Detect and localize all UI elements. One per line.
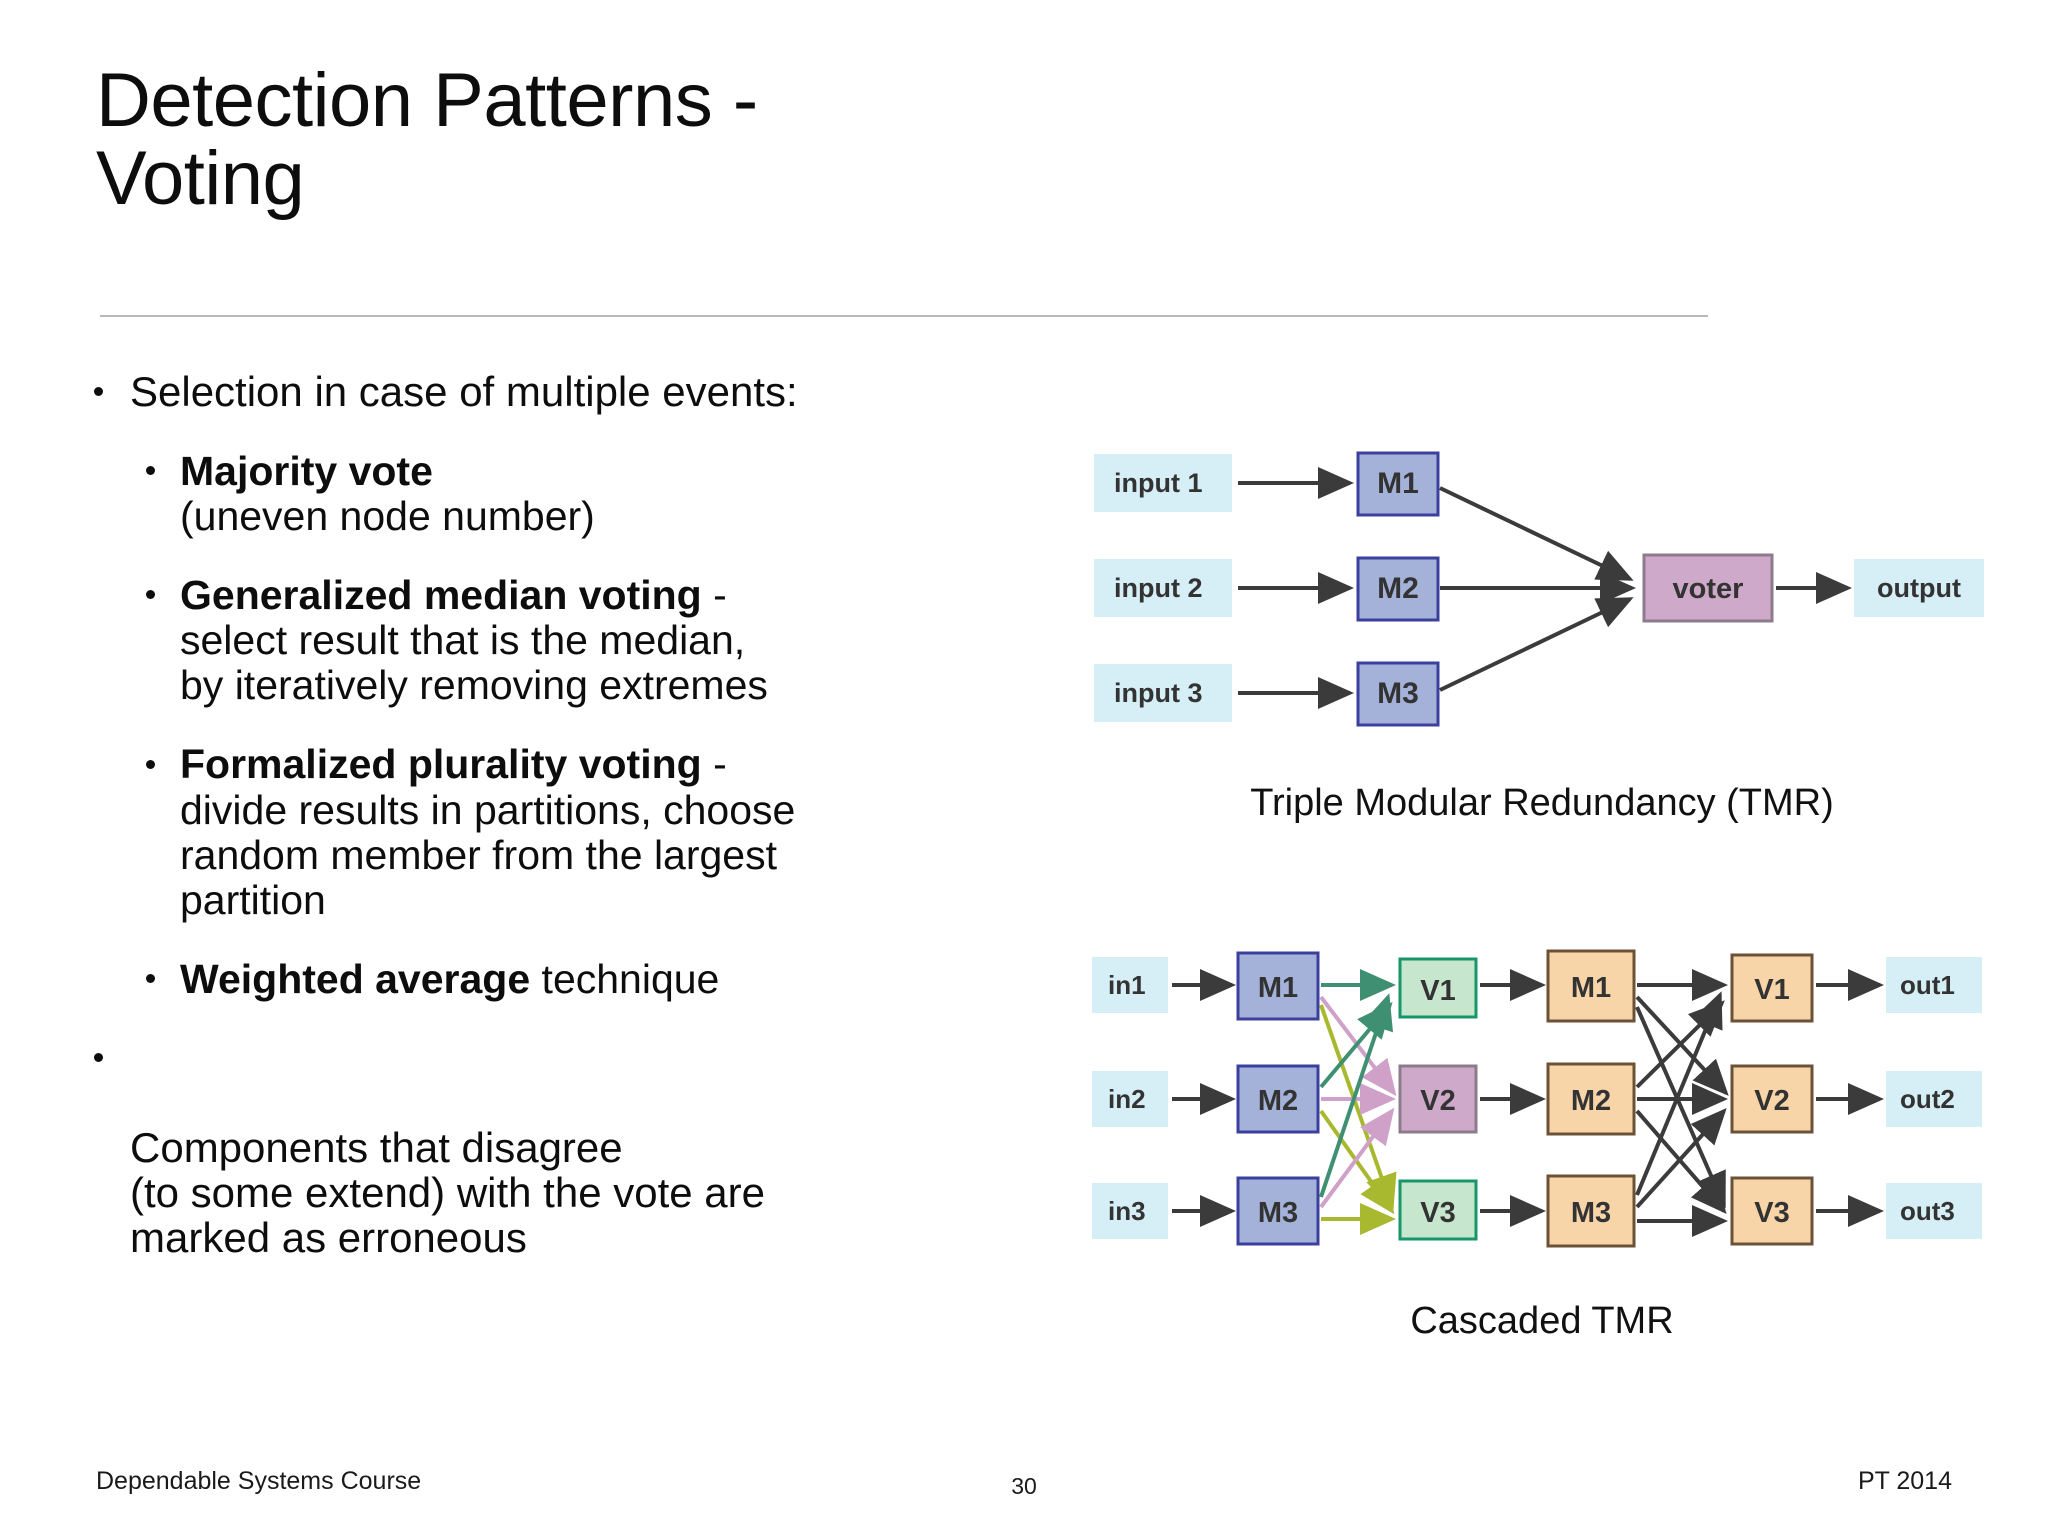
casc-input-3: in3 bbox=[1092, 1183, 1168, 1239]
tmr-diagram: input 1 input 2 input 3 M1 M2 M3 voter o… bbox=[1094, 451, 1984, 727]
bullet-majority-vote-title: Majority vote bbox=[180, 447, 433, 494]
casc-stage1-voter-v2: V2 bbox=[1398, 1064, 1478, 1134]
tmr-input-3-label: input 3 bbox=[1114, 678, 1203, 708]
tmr-voter-label: voter bbox=[1673, 573, 1744, 605]
casc-stage1-module-m2-label: M2 bbox=[1258, 1085, 1298, 1117]
casc-output-2-label: out2 bbox=[1900, 1084, 1955, 1114]
casc-stage1-module-m3: M3 bbox=[1236, 1176, 1320, 1246]
cascaded-tmr-diagram: in1 in2 in3 M1 M2 M3 V1 V2 bbox=[1092, 949, 1982, 1248]
tmr-module-m1: M1 bbox=[1356, 451, 1440, 517]
bullet-intro-text: Selection in case of multiple events: bbox=[130, 368, 798, 415]
casc-output-3-label: out3 bbox=[1900, 1196, 1955, 1226]
tmr-caption: Triple Modular Redundancy (TMR) bbox=[1250, 782, 1834, 824]
casc-output-1: out1 bbox=[1886, 957, 1982, 1013]
bullet-formalized-plurality-voting-rest: - bbox=[701, 741, 727, 788]
bullet-formalized-plurality-voting: Formalized plurality voting - divide res… bbox=[140, 742, 948, 922]
bullet-weighted-average: Weighted average technique bbox=[140, 955, 948, 1002]
bullet-formalized-plurality-voting-title: Formalized plurality voting bbox=[180, 741, 702, 788]
casc-output-1-label: out1 bbox=[1900, 970, 1955, 1000]
casc-stage2-voter-v2: V2 bbox=[1730, 1064, 1814, 1134]
casc-stage1-voter-v1: V1 bbox=[1398, 957, 1478, 1019]
casc-stage2-module-m3: M3 bbox=[1546, 1174, 1636, 1248]
casc-input-2: in2 bbox=[1092, 1071, 1168, 1127]
bullet-generalized-median-voting-detail: select result that is the median, by ite… bbox=[180, 617, 768, 709]
title-divider bbox=[100, 315, 1708, 317]
casc-stage1-voter-v3: V3 bbox=[1398, 1179, 1478, 1241]
casc-arrow-m1b-v3b bbox=[1635, 1006, 1726, 1209]
footer-author-year: PT 2014 bbox=[1857, 1467, 1952, 1495]
casc-stage1-voter-v1-label: V1 bbox=[1420, 975, 1455, 1007]
casc-stage1-module-m2: M2 bbox=[1236, 1064, 1320, 1134]
casc-stage1-voter-v2-label: V2 bbox=[1420, 1085, 1455, 1117]
casc-arrow-m3-v1 bbox=[1319, 993, 1394, 1198]
bullet-generalized-median-voting-title: Generalized median voting bbox=[180, 572, 702, 619]
tmr-input-3: input 3 bbox=[1094, 664, 1232, 722]
slide-number: 30 bbox=[1011, 1473, 1037, 1499]
casc-stage2-module-m1-label: M1 bbox=[1571, 972, 1611, 1004]
tmr-output-label: output bbox=[1877, 573, 1961, 603]
casc-arrow-m3-v2 bbox=[1319, 1107, 1395, 1209]
bullet-dot-icon bbox=[146, 466, 155, 476]
tmr-module-m1-label: M1 bbox=[1377, 467, 1419, 500]
casc-input-1: in1 bbox=[1092, 957, 1168, 1013]
tmr-module-m2-label: M2 bbox=[1377, 572, 1419, 605]
casc-input-2-label: in2 bbox=[1108, 1084, 1146, 1114]
casc-stage2-module-m1: M1 bbox=[1546, 949, 1636, 1023]
casc-stage2-voter-v2-label: V2 bbox=[1754, 1085, 1789, 1117]
casc-output-2: out2 bbox=[1886, 1071, 1982, 1127]
casc-stage2-voter-v3-label: V3 bbox=[1754, 1197, 1789, 1229]
casc-output-3: out3 bbox=[1886, 1183, 1982, 1239]
bullet-list: Selection in case of multiple events: Ma… bbox=[88, 368, 948, 1285]
tmr-input-1: input 1 bbox=[1094, 454, 1232, 512]
casc-stage2-voter-v3: V3 bbox=[1730, 1176, 1814, 1246]
bullet-dot-icon bbox=[146, 590, 155, 600]
casc-stage2-module-m3-label: M3 bbox=[1571, 1197, 1611, 1229]
tmr-output: output bbox=[1854, 559, 1984, 617]
bullet-components-disagree: Components that disagree (to some extend… bbox=[88, 1036, 948, 1261]
casc-stage1-module-m1-label: M1 bbox=[1258, 972, 1298, 1004]
tmr-arrow-m1-voter bbox=[1439, 486, 1634, 581]
casc-input-1-label: in1 bbox=[1108, 970, 1146, 1000]
casc-stage2-voter-v1-label: V1 bbox=[1754, 974, 1789, 1006]
bullet-generalized-median-voting: Generalized median voting - select resul… bbox=[140, 573, 948, 708]
casc-arrow-m3b-v1b bbox=[1635, 991, 1723, 1196]
bullet-dot-icon bbox=[94, 386, 103, 396]
tmr-arrow-m3-voter bbox=[1439, 597, 1634, 692]
bullet-components-disagree-text: Components that disagree (to some extend… bbox=[130, 1123, 765, 1261]
bullet-generalized-median-voting-rest: - bbox=[701, 572, 727, 619]
page-title: Detection Patterns - Voting bbox=[96, 58, 758, 221]
tmr-module-m3: M3 bbox=[1356, 661, 1440, 727]
casc-arrow-m3b-v2b bbox=[1635, 1108, 1727, 1209]
tmr-module-m2: M2 bbox=[1356, 556, 1440, 622]
bullet-dot-icon bbox=[146, 759, 155, 769]
bullet-majority-vote-detail: (uneven node number) bbox=[180, 493, 595, 540]
cascaded-tmr-caption: Cascaded TMR bbox=[1410, 1300, 1674, 1342]
tmr-voter: voter bbox=[1642, 553, 1774, 623]
casc-input-3-label: in3 bbox=[1108, 1196, 1146, 1226]
footer-course: Dependable Systems Course bbox=[96, 1467, 422, 1495]
tmr-input-2: input 2 bbox=[1094, 559, 1232, 617]
casc-stage1-module-m1: M1 bbox=[1236, 951, 1320, 1021]
bullet-intro: Selection in case of multiple events: bbox=[88, 368, 948, 415]
casc-stage1-module-m3-label: M3 bbox=[1258, 1197, 1298, 1229]
bullet-weighted-average-rest: technique bbox=[530, 955, 720, 1002]
casc-stage1-voter-v3-label: V3 bbox=[1420, 1197, 1455, 1229]
tmr-module-m3-label: M3 bbox=[1377, 677, 1419, 710]
casc-stage2-voter-v1: V1 bbox=[1730, 953, 1814, 1023]
casc-stage2-module-m2-label: M2 bbox=[1571, 1085, 1611, 1117]
bullet-majority-vote: Majority vote (uneven node number) bbox=[140, 447, 948, 540]
bullet-dot-icon bbox=[94, 1052, 103, 1062]
casc-stage2-module-m2: M2 bbox=[1546, 1062, 1636, 1136]
tmr-input-1-label: input 1 bbox=[1114, 468, 1203, 498]
bullet-dot-icon bbox=[146, 974, 155, 983]
tmr-input-2-label: input 2 bbox=[1114, 573, 1203, 603]
bullet-weighted-average-title: Weighted average bbox=[180, 955, 531, 1002]
casc-arrow-m1-v3 bbox=[1319, 1004, 1397, 1211]
bullet-formalized-plurality-voting-detail: divide results in partitions, choose ran… bbox=[180, 786, 796, 923]
